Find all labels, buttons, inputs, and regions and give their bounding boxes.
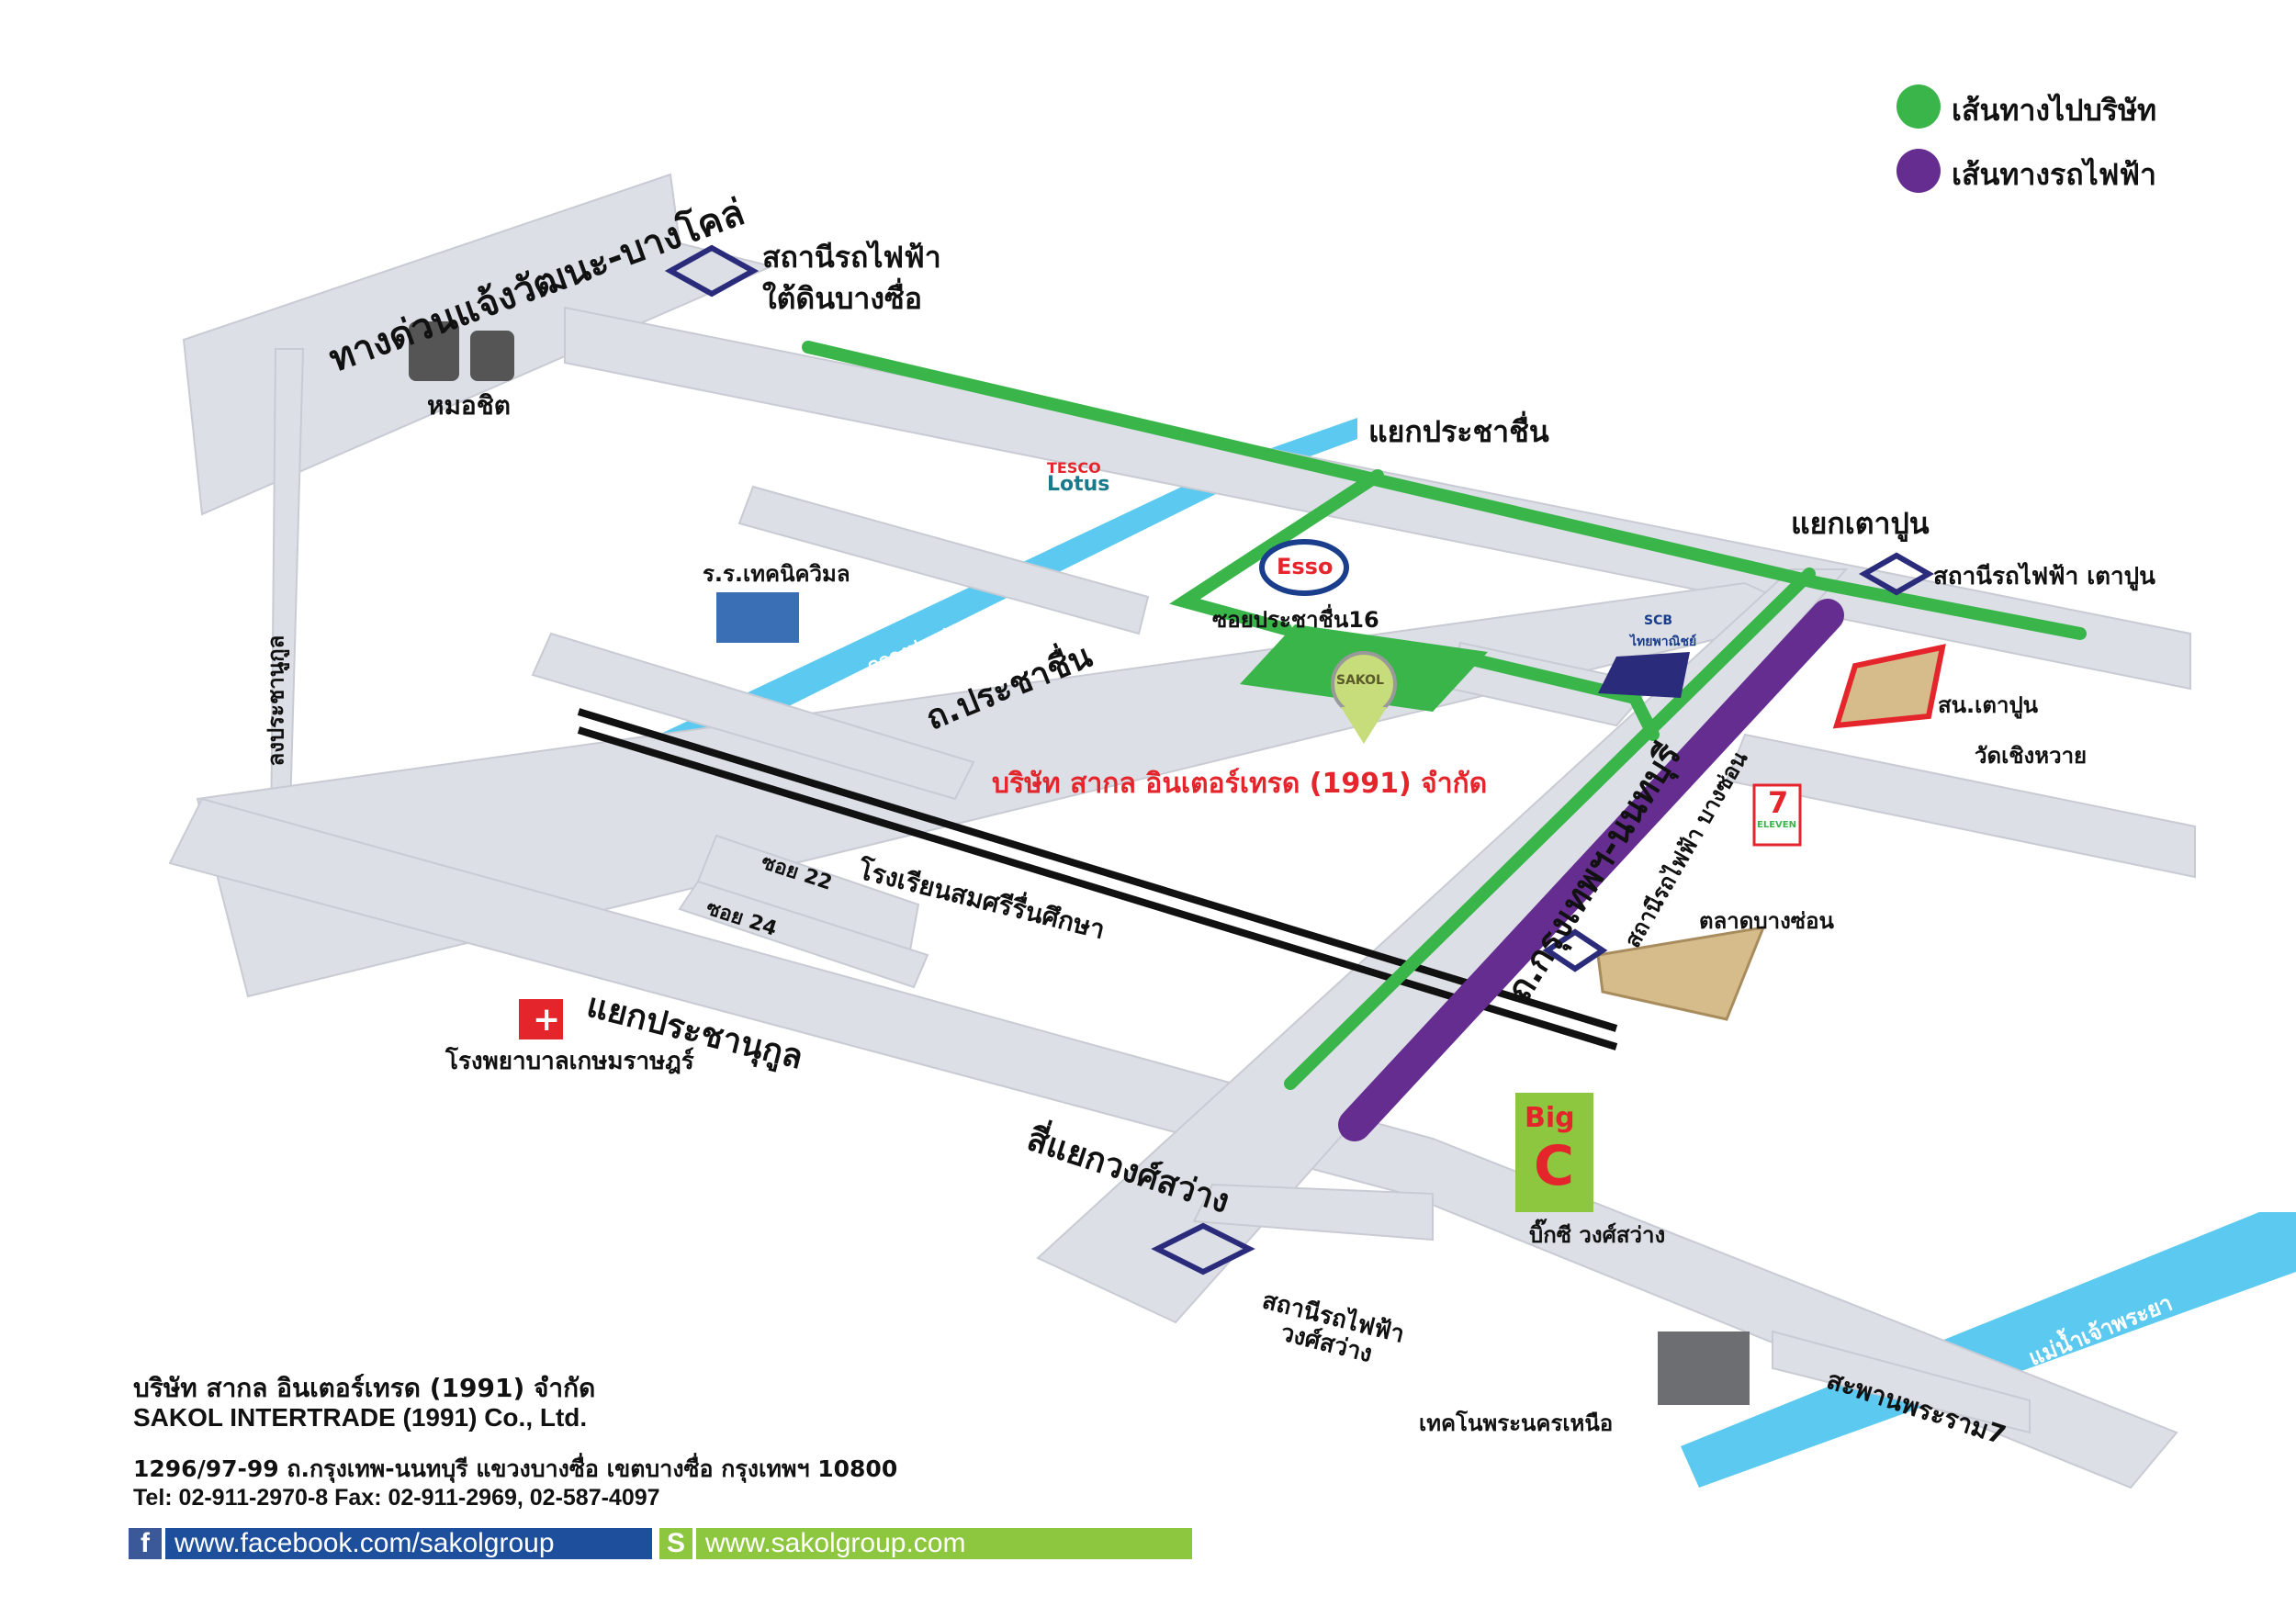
road-krungthep-nonthaburi: [1036, 568, 1849, 1324]
seven-eleven-text: ELEVEN: [1757, 820, 1796, 830]
esso-logo: [1259, 539, 1349, 596]
bigc-logo: [1515, 1093, 1593, 1212]
road-bangson: [1725, 733, 2196, 879]
police-label: สน.เตาปูน: [1938, 692, 2039, 718]
mochit-label: หมอชิต: [427, 390, 511, 421]
road-soi-mid: [531, 632, 975, 801]
train-route: [1338, 599, 1844, 1141]
road-soi24: [678, 880, 929, 989]
bigc-label: บิ๊กซี วงศ์สว่าง: [1529, 1222, 1666, 1248]
seven-eleven-number: 7: [1768, 785, 1789, 820]
tech-college-building: [1658, 1331, 1750, 1405]
footer-address: 1296/97-99 ถ.กรุงเทพ-นนทบุรี แขวงบางซื่อ…: [133, 1455, 898, 1482]
road-soi-top: [737, 485, 1150, 635]
company-pin-tail: [1341, 707, 1387, 744]
longprachanukul-label: ลงประชานูกูล: [263, 635, 289, 767]
mrt-icons: [664, 244, 1935, 1275]
facebook-link[interactable]: www.facebook.com/sakolgroup: [165, 1528, 652, 1559]
legend-company-label: เส้นทางไปบริษัท: [1952, 93, 2157, 128]
facebook-icon: f: [129, 1528, 162, 1559]
company-route: [802, 341, 2087, 1090]
scb-building: [1598, 652, 1690, 698]
taopoon-station-label: สถานีรถไฟฟ้า เตาปูน: [1933, 563, 2155, 590]
tesco-label: TESCO: [1047, 459, 1101, 477]
junction-taopoon: แยกเตาปูน: [1791, 506, 1930, 541]
road-wongsawang-overpass: [1192, 1183, 1434, 1242]
legend-company-dot: [1896, 84, 1941, 129]
esso-label: Esso: [1277, 554, 1334, 579]
scb-label: SCB: [1644, 613, 1673, 628]
railway: [577, 708, 1618, 1051]
bangsue-station-line2: ใต้ดินบางซื่อ: [762, 281, 922, 316]
soi16-label: ซอยประชาชื่น16: [1212, 607, 1379, 633]
junction-prachachuen: แยกประชาชื่น: [1368, 414, 1549, 449]
hospital-label: โรงพยาบาลเกษมราษฎร์: [445, 1048, 694, 1075]
temple-label: วัดเชิงหวาย: [1975, 743, 2088, 769]
technic-school-building: [716, 592, 799, 643]
police-building: [1832, 644, 1946, 729]
bus-icon-2: [470, 331, 514, 381]
market-building: [1596, 926, 1766, 1021]
footer-name-th: บริษัท สากล อินเตอร์เทรด (1991) จำกัด: [133, 1373, 596, 1403]
lotus-label: Lotus: [1047, 473, 1110, 496]
scb-thai-label: ไทยพาณิชย์: [1630, 635, 1697, 649]
tech-college-label: เทคโนพระนครเหนือ: [1419, 1410, 1614, 1436]
road-main-lower: [168, 797, 2178, 1489]
road-rama7-bridge: [1772, 1330, 2031, 1434]
bigc-big-text: Big: [1525, 1102, 1575, 1134]
technic-school-label: ร.ร.เทคนิควิมล: [703, 561, 850, 587]
river-chaophraya: [1681, 1212, 2296, 1488]
company-label: บริษัท สากล อินเตอร์เทรด (1991) จำกัด: [992, 768, 1488, 800]
footer-phone: Tel: 02-911-2970-8 Fax: 02-911-2969, 02-…: [133, 1485, 660, 1511]
hospital-icon: [519, 999, 563, 1039]
road-longprachanukul: [269, 348, 305, 846]
market-label: ตลาดบางซ่อน: [1699, 908, 1834, 934]
bus-icon: [409, 321, 459, 381]
website-icon: S: [659, 1528, 692, 1559]
footer-name-en: SAKOL INTERTRADE (1991) Co., Ltd.: [133, 1403, 588, 1432]
website-link[interactable]: www.sakolgroup.com: [696, 1528, 1192, 1559]
bangsue-station-line1: สถานีรถไฟฟ้า: [762, 240, 941, 275]
company-logo-text: SAKOL: [1336, 673, 1384, 688]
legend-train-dot: [1896, 149, 1941, 193]
legend-train-label: เส้นทางรถไฟฟ้า: [1952, 157, 2156, 192]
hospital-cross-icon: +: [533, 1001, 561, 1039]
seven-eleven-logo: [1752, 783, 1802, 847]
bigc-c-text: C: [1534, 1134, 1575, 1198]
